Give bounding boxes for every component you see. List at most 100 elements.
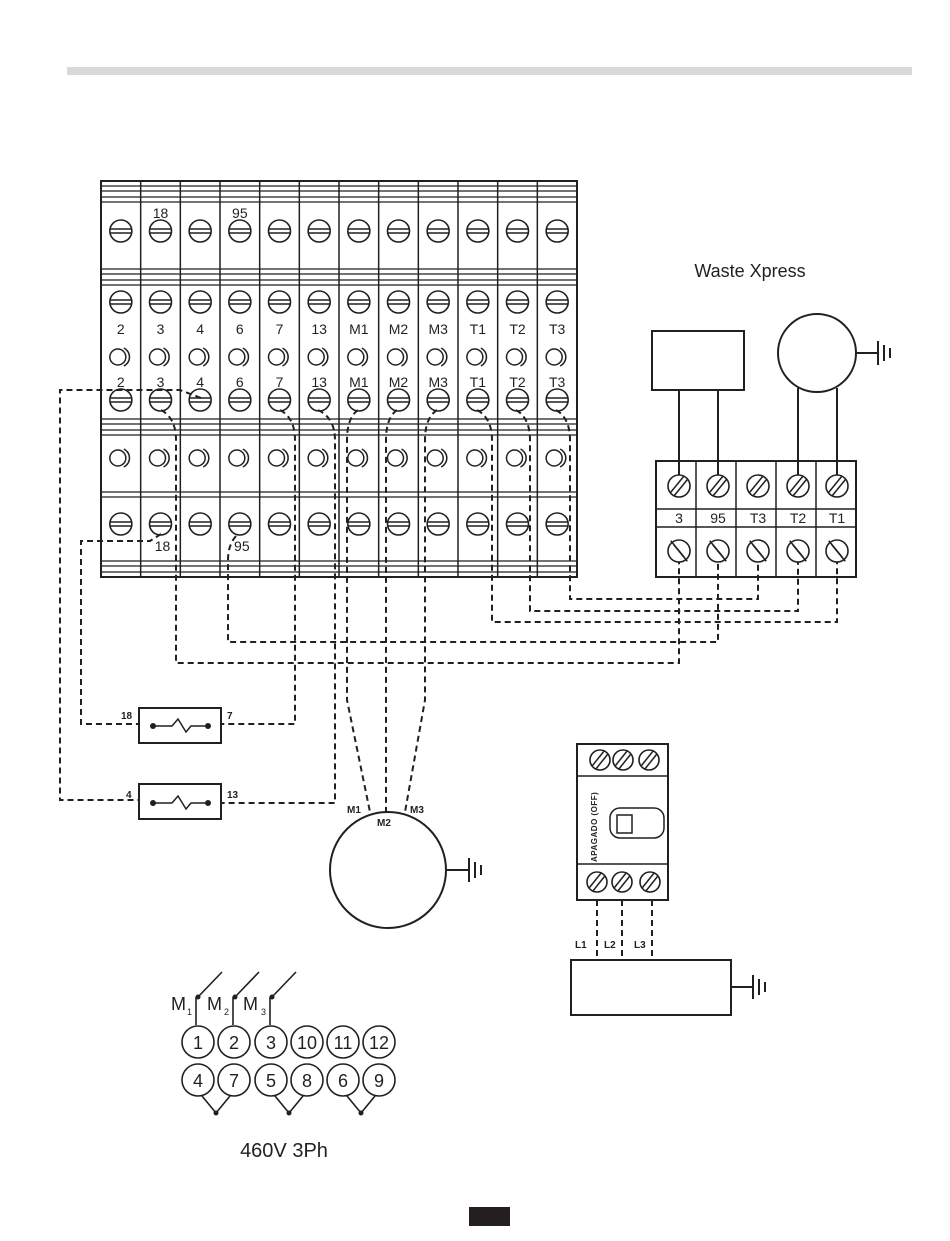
strip-row2-label: 6 [236, 374, 244, 390]
waste-xpress-title: Waste Xpress [694, 261, 805, 281]
config-terminal-label: 4 [193, 1071, 203, 1091]
line-label-l2: L2 [604, 940, 616, 951]
sensor-1-left-label: 18 [121, 711, 133, 722]
sensor-2: 4 13 [126, 784, 239, 819]
strip-row2-label: T1 [470, 374, 487, 390]
wiring-lead-m1-sub: 1 [187, 1007, 192, 1017]
strip-row1-label: T3 [549, 321, 566, 337]
strip-bottom-label: 18 [155, 538, 171, 554]
strip-row1-label: 3 [157, 321, 165, 337]
terminal-hole-icon [388, 348, 408, 366]
terminal-hole-icon [110, 449, 130, 467]
strip-row1-label: 13 [311, 321, 327, 337]
config-terminal-label: 1 [193, 1033, 203, 1053]
terminal-hole-icon [427, 348, 447, 366]
strip-row2-label: T3 [549, 374, 566, 390]
terminal-hole-icon [467, 449, 487, 467]
terminal-hole-icon [150, 348, 170, 366]
voltage-label: 460V 3Ph [240, 1140, 328, 1162]
screw-terminal-icon [110, 513, 132, 535]
strip-row1-label: M3 [428, 321, 448, 337]
terminal-hole-icon [348, 348, 368, 366]
screw-terminal-icon [587, 872, 607, 892]
line-label-l3: L3 [634, 940, 646, 951]
config-terminal-label: 3 [266, 1033, 276, 1053]
screw-terminal-icon [229, 513, 251, 535]
screw-terminal-icon [639, 750, 659, 770]
screw-terminal-icon [269, 513, 291, 535]
terminal-hole-icon [308, 449, 328, 467]
ground-symbol-icon [447, 858, 481, 882]
strip-row1-label: 4 [196, 321, 204, 337]
screw-terminal-icon [348, 389, 370, 411]
waste-xpress-unit: Waste Xpress [652, 261, 890, 577]
screw-terminal-icon [388, 513, 410, 535]
strip-bottom-label: 95 [234, 538, 250, 554]
terminal-hole-icon [269, 348, 289, 366]
page-marker [469, 1207, 510, 1226]
wiring-lead-m1: M [171, 994, 186, 1014]
wire-dashed [228, 536, 718, 642]
strip-row1-label: T2 [509, 321, 526, 337]
terminal-hole-icon [507, 449, 527, 467]
config-terminal-label: 9 [374, 1071, 384, 1091]
screw-terminal-icon [507, 513, 529, 535]
terminal-hole-icon [348, 449, 368, 467]
wire-dashed [81, 534, 161, 724]
screw-terminal-icon [189, 220, 211, 242]
screw-terminal-icon [546, 513, 568, 535]
screw-terminal-icon [427, 513, 449, 535]
waste-xpress-motor-icon [778, 314, 856, 392]
screw-terminal-icon [507, 220, 529, 242]
wx-terminal-label: T3 [750, 510, 767, 526]
screw-terminal-icon [150, 513, 172, 535]
screw-terminal-icon [427, 291, 449, 313]
sensor-1: 18 7 [121, 708, 233, 743]
screw-terminal-icon [707, 475, 729, 497]
terminal-hole-icon [546, 449, 566, 467]
terminal-hole-icon [427, 449, 447, 467]
config-terminal-label: 7 [229, 1071, 239, 1091]
wire-dashed [221, 410, 335, 803]
screw-terminal-icon [348, 220, 370, 242]
strip-row1-label: 6 [236, 321, 244, 337]
screw-terminal-icon [189, 513, 211, 535]
config-jumper-node [359, 1111, 364, 1116]
screw-terminal-icon [546, 220, 568, 242]
strip-row2-label: 13 [311, 374, 327, 390]
screw-terminal-icon [189, 291, 211, 313]
screw-terminal-icon [546, 291, 568, 313]
strip-row2-label: 4 [196, 374, 204, 390]
waste-xpress-control-box [652, 331, 744, 390]
strip-top-label: 95 [232, 205, 248, 221]
thermistor-symbol-icon [150, 719, 211, 732]
screw-terminal-icon [507, 389, 529, 411]
wire-dashed [161, 410, 679, 663]
config-terminal-label: 5 [266, 1071, 276, 1091]
config-jumper-node [287, 1111, 292, 1116]
screw-terminal-icon [150, 220, 172, 242]
screw-terminal-icon [640, 872, 660, 892]
terminal-hole-icon [189, 348, 209, 366]
screw-terminal-icon [546, 389, 568, 411]
screw-terminal-icon [427, 220, 449, 242]
sensor-1-right-label: 7 [227, 711, 233, 722]
wire-dashed [405, 410, 437, 812]
config-jumper-node [214, 1111, 219, 1116]
terminal-hole-icon [150, 449, 170, 467]
load-box [571, 960, 731, 1015]
config-terminal-label: 8 [302, 1071, 312, 1091]
screw-terminal-icon [110, 220, 132, 242]
config-jumper [275, 1096, 303, 1113]
screw-terminal-icon [427, 389, 449, 411]
wiring-lead-m3-sub: 3 [261, 1007, 266, 1017]
screw-terminal-icon [229, 220, 251, 242]
screw-terminal-icon [707, 540, 729, 562]
terminal-hole-icon [110, 348, 130, 366]
strip-row2-label: M1 [349, 374, 369, 390]
screw-terminal-icon [189, 389, 211, 411]
terminal-hole-icon [388, 449, 408, 467]
screw-terminal-icon [348, 291, 370, 313]
strip-row2-label: M2 [389, 374, 409, 390]
